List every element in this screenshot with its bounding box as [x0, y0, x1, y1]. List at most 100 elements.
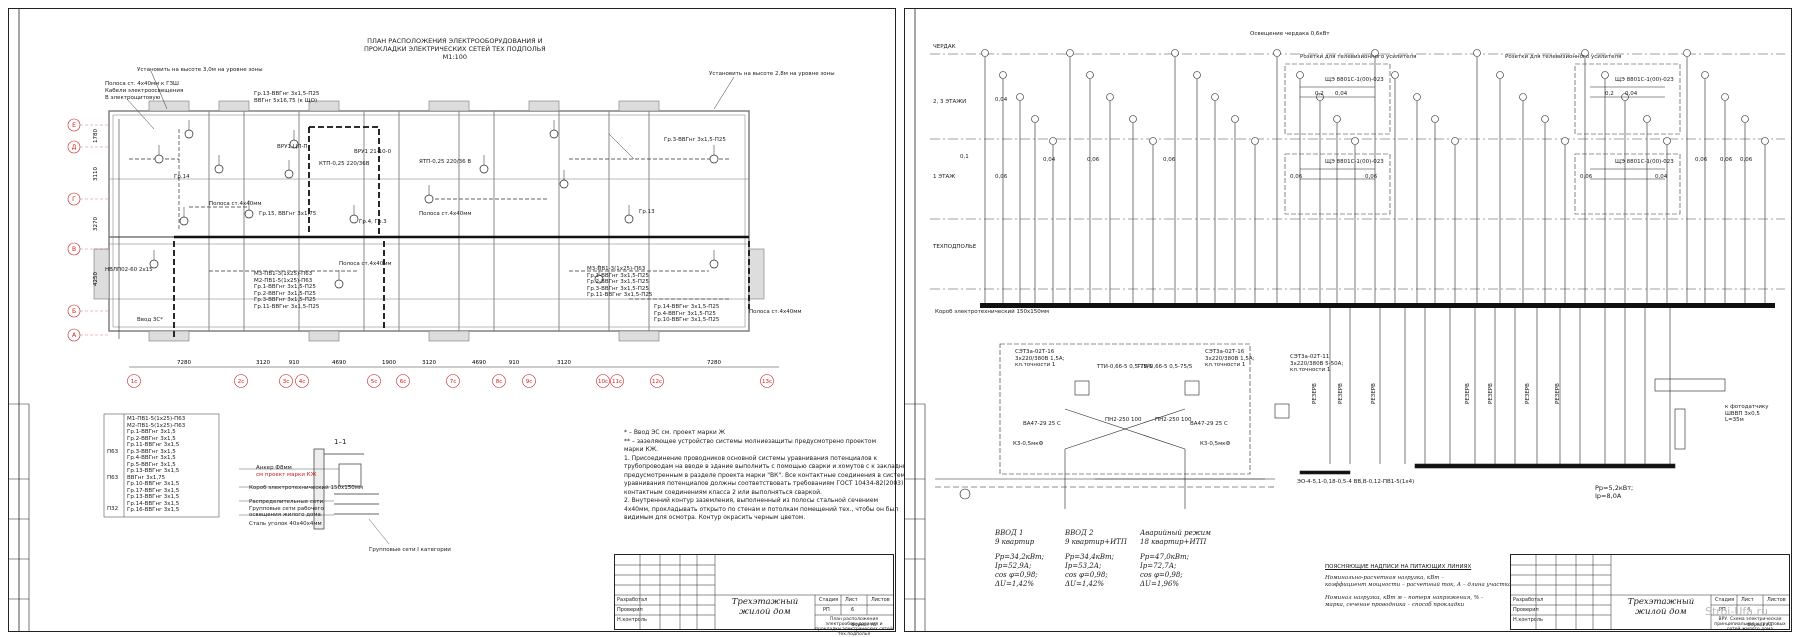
axis-number-marker	[492, 374, 506, 388]
top-label: Освещение чердака 0,6кВт	[1250, 31, 1330, 37]
lamp-icon	[559, 179, 569, 189]
consumer-icon	[1129, 115, 1137, 123]
section-title: 1–1	[334, 438, 347, 446]
axis-number: 7с	[450, 379, 457, 385]
callout: Гр.13-ВВГнг 3х1,5-П25	[254, 91, 320, 97]
callout: Ввод 3С*	[137, 317, 164, 323]
plan-format: Формат А3	[851, 623, 877, 628]
lamp-icon	[214, 164, 224, 174]
dimension-label: 4690	[472, 360, 486, 366]
axis-number: 6с	[400, 379, 407, 385]
callout: КТП-0,25 220/36В	[319, 161, 370, 167]
axis-number-marker	[760, 374, 774, 388]
callout: Гр.3-ВВГнг 3х1,5-П25	[664, 137, 726, 143]
consumer-icon	[1231, 115, 1239, 123]
legend: ПОЯСНЯЮЩИЕ НАДПИСИ НА ПИТАЮЩИХ ЛИНИЯХ Но…	[1325, 564, 1520, 608]
dimension-label: 4690	[332, 360, 346, 366]
axis-number: 12с	[652, 379, 662, 385]
lamp-icon	[424, 194, 434, 204]
diagram-drawing	[905, 9, 1785, 631]
dimension-label: 3120	[256, 360, 270, 366]
consumer-power: 0,06	[995, 174, 1008, 180]
floor-label: ЧЕРДАК	[933, 44, 956, 50]
cable-group: П32	[107, 506, 119, 512]
axis-number: 3с	[283, 379, 290, 385]
consumer-power: 0,06	[1365, 174, 1378, 180]
consumer-icon	[1171, 49, 1179, 57]
bus-note: ЭО-4-5,1-0,18-0,5-4 ВВ,В-0,12-ПВ1-5(1х4)	[1297, 479, 1415, 485]
callout: Полоса ст. 4х40мм к ГЗШ	[105, 81, 179, 87]
lamp-icon	[334, 279, 344, 289]
watermark-logo: Stroi-Ufa.ru	[1705, 605, 1768, 618]
callout: Полоса ст.4х40мм	[419, 211, 472, 217]
lamp-icon	[179, 216, 189, 226]
axis-number-marker	[127, 374, 141, 388]
axis-number-marker	[446, 374, 460, 388]
plan-tb-stage: РП	[823, 607, 830, 613]
panel-label: ЩЭ 8801С-1(00)-023	[1325, 159, 1384, 165]
consumer-icon	[1391, 71, 1399, 79]
cable-tray-label: Короб электротехнический 150х150мм	[935, 309, 1050, 315]
callout: Полоса ст.4х40мм	[339, 261, 392, 267]
consumer-power: 0,06	[1163, 157, 1176, 163]
consumer-icon	[1193, 71, 1201, 79]
consumer-power: 0,06	[1695, 157, 1708, 163]
consumer-icon	[1581, 49, 1589, 57]
dimension-label: 910	[509, 360, 520, 366]
axis-letter: Е	[72, 122, 76, 129]
floor-label: 2, 3 ЭТАЖИ	[933, 99, 967, 105]
reserve-label: РЕЗЕРВ	[1488, 383, 1494, 404]
consumer-icon	[1273, 49, 1281, 57]
axis-number: 1с	[131, 379, 138, 385]
callout: Гр.15, ВВГнг 3х1,75	[259, 211, 317, 217]
cable-row: Гр.11-ВВГнг 3х1,5	[127, 442, 180, 448]
summary-load: Рр=5,2кВт; Iр=8,0А	[1595, 484, 1634, 500]
consumer-power: 0,04	[1335, 91, 1348, 97]
axis-number: 13с	[762, 379, 772, 385]
axis-letter: Б	[72, 308, 76, 315]
diagram-format: Формат А3	[1747, 623, 1773, 628]
lamp-icon	[349, 214, 359, 224]
input-block-3: Аварийный режим 18 квартир+ИТП Рр=47,0кВ…	[1140, 529, 1211, 588]
callout: Полоса ст.4х40мм	[209, 201, 262, 207]
floor-label: ТЕХПОДПОЛЬЕ	[933, 244, 977, 250]
dimension-label: 3270	[93, 217, 99, 231]
cable-group: П63	[107, 449, 119, 455]
consumer-icon	[1296, 71, 1304, 79]
consumer-icon	[1016, 93, 1024, 101]
callout: Установить на высоте 2,8м на уровне зоны	[709, 71, 835, 77]
cable-row: Гр.17-ВВГнг 3х1,5	[127, 487, 180, 494]
reserve-label: РЕЗЕРВ	[1338, 383, 1344, 404]
riser-list-far-right: Гр.14-ВВГнг 3х1,5-П25 Гр.4-ВВГнг 3х1,5-П…	[654, 304, 720, 323]
riser-list-right: М3-ПВ1-3(1х25)-П63 Гр.1-ВВГнг 3х1,5-П25 …	[587, 266, 653, 298]
plan-title-line-2: ПРОКЛАДКИ ЭЛЕКТРИЧЕСКИХ СЕТЕЙ ТЕХ ПОДПОЛ…	[364, 45, 546, 53]
cable-row: Гр.1-ВВГнг 3х1,5	[127, 429, 176, 435]
callout: Гр.13	[639, 209, 655, 215]
dimension-label: 1900	[382, 360, 396, 366]
cable-row: Гр.16-ВВГнг 3х1,5	[127, 507, 180, 513]
section-label: Сталь уголок 40х40х4мм	[249, 521, 322, 527]
section-label: Распределительные сети. Групповые сети р…	[249, 499, 325, 518]
plan-title-line-1: ПЛАН РАСПОЛОЖЕНИЯ ЭЛЕКТРООБОРУДОВАНИЯ И	[367, 37, 543, 45]
callout: НВЛП02-60 2х15	[105, 267, 153, 273]
axis-number: 8с	[496, 379, 503, 385]
consumer-power: 0,06	[1580, 174, 1593, 180]
dimension-label: 910	[289, 360, 300, 366]
consumer-icon	[1663, 137, 1671, 145]
axis-number-marker	[650, 374, 664, 388]
consumer-icon	[1251, 137, 1259, 145]
axis-number-marker	[522, 374, 536, 388]
callout: Гр.14	[174, 174, 190, 180]
dimension-label: 1780	[93, 129, 99, 143]
diagram-tb-subtitle: ВРУ. Схема электрическая принципиальная …	[1714, 617, 1786, 632]
cable-row: Гр.4-ВВГнг 3х1,5	[127, 455, 176, 461]
axis-letter: А	[72, 332, 77, 339]
consumer-icon	[1561, 137, 1569, 145]
lamp-icon	[709, 259, 719, 269]
section-label: см проект марки КЖ	[256, 472, 317, 478]
consumer-power: 0,06	[1740, 157, 1753, 163]
plan-tb-sheet: 6	[851, 607, 855, 613]
